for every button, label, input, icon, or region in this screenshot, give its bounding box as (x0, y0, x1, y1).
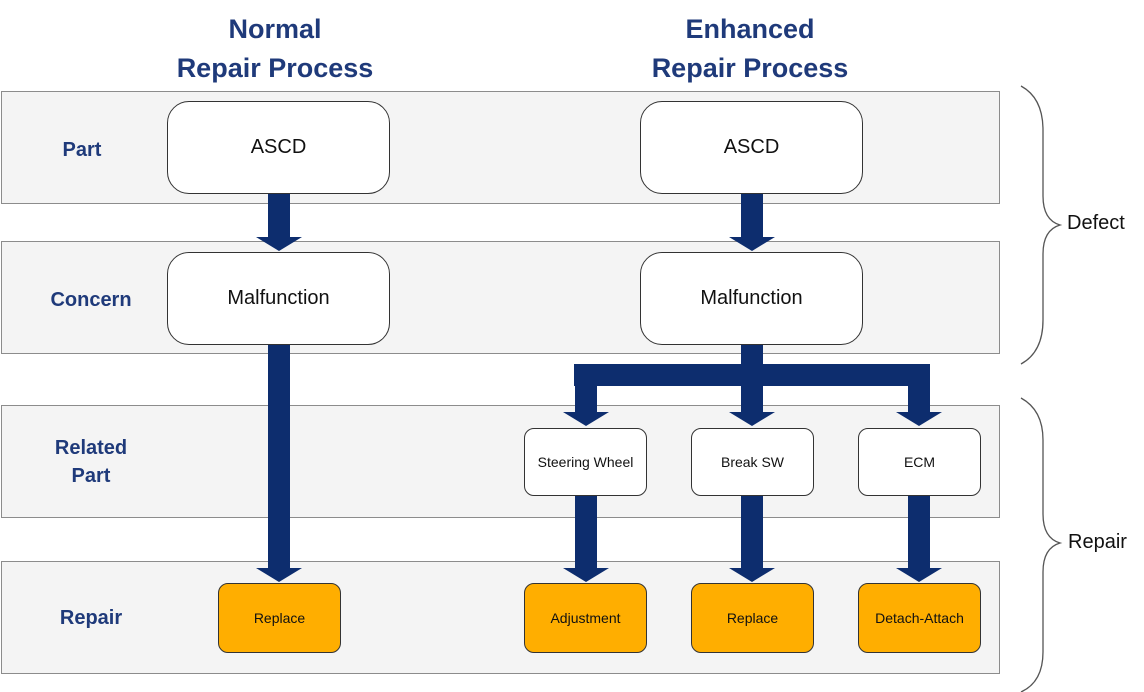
row-label-repair: Repair (59, 607, 123, 629)
enhanced-title-line2: Repair Process (651, 53, 849, 83)
node-enhanced-part: ASCD (640, 101, 863, 194)
brace-label-repair: Repair (1068, 531, 1127, 553)
row-label-related-line2: Part (71, 465, 111, 487)
enhanced-title-line1: Enhanced (685, 14, 815, 44)
enhanced-process-title: Enhanced Repair Process (610, 10, 890, 88)
arrow-ecm-to-detach (896, 496, 942, 582)
band-related-part (1, 405, 1000, 518)
brace-label-defect: Defect (1067, 212, 1125, 234)
arrow-normal-concern-to-repair (256, 345, 302, 582)
node-related-steering-wheel: Steering Wheel (524, 428, 647, 496)
arrow-enhanced-part-to-concern (729, 194, 775, 251)
row-label-concern: Concern (50, 289, 132, 311)
row-label-related-line1: Related (54, 437, 128, 459)
node-related-break-sw: Break SW (691, 428, 814, 496)
row-label-part: Part (62, 139, 102, 161)
arrow-to-ecm (896, 386, 942, 426)
node-repair-replace: Replace (691, 583, 814, 653)
node-related-ecm: ECM (858, 428, 981, 496)
brace-repair (1020, 397, 1063, 692)
node-normal-concern: Malfunction (167, 252, 390, 345)
node-normal-part: ASCD (167, 101, 390, 194)
band-repair (1, 561, 1000, 674)
row-label-related-part: Related Part (30, 434, 152, 490)
normal-title-line2: Repair Process (176, 53, 374, 83)
arrow-break-to-replace (729, 496, 775, 582)
normal-title-line1: Normal (228, 14, 322, 44)
arrow-normal-part-to-concern (256, 194, 302, 251)
connector-enhanced-bar (574, 364, 930, 386)
node-repair-detach-attach: Detach-Attach (858, 583, 981, 653)
node-normal-repair: Replace (218, 583, 341, 653)
node-repair-adjustment: Adjustment (524, 583, 647, 653)
arrow-to-break-sw (729, 386, 775, 426)
arrow-steering-to-adjustment (563, 496, 609, 582)
normal-process-title: Normal Repair Process (135, 10, 415, 88)
arrow-to-steering-wheel (563, 386, 609, 426)
brace-defect (1020, 85, 1063, 365)
node-enhanced-concern: Malfunction (640, 252, 863, 345)
